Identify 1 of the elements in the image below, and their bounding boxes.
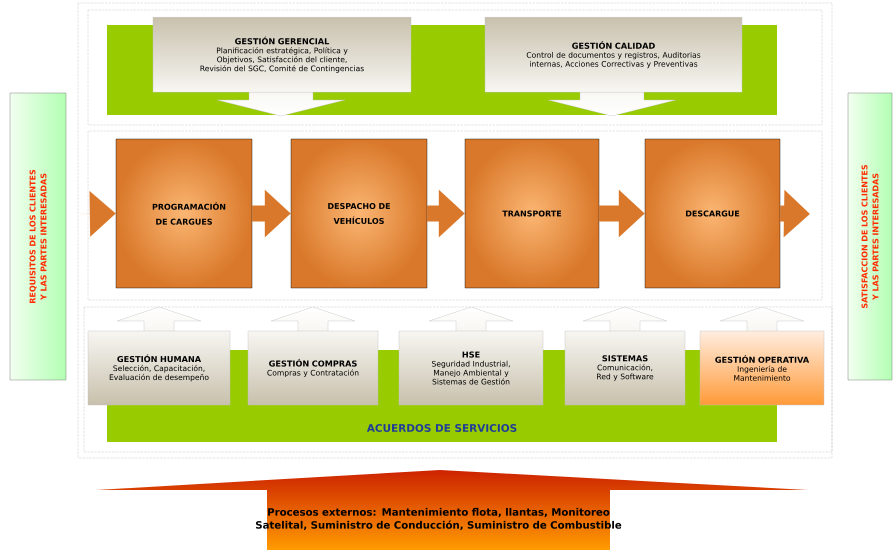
block-arrow (80, 190, 116, 237)
